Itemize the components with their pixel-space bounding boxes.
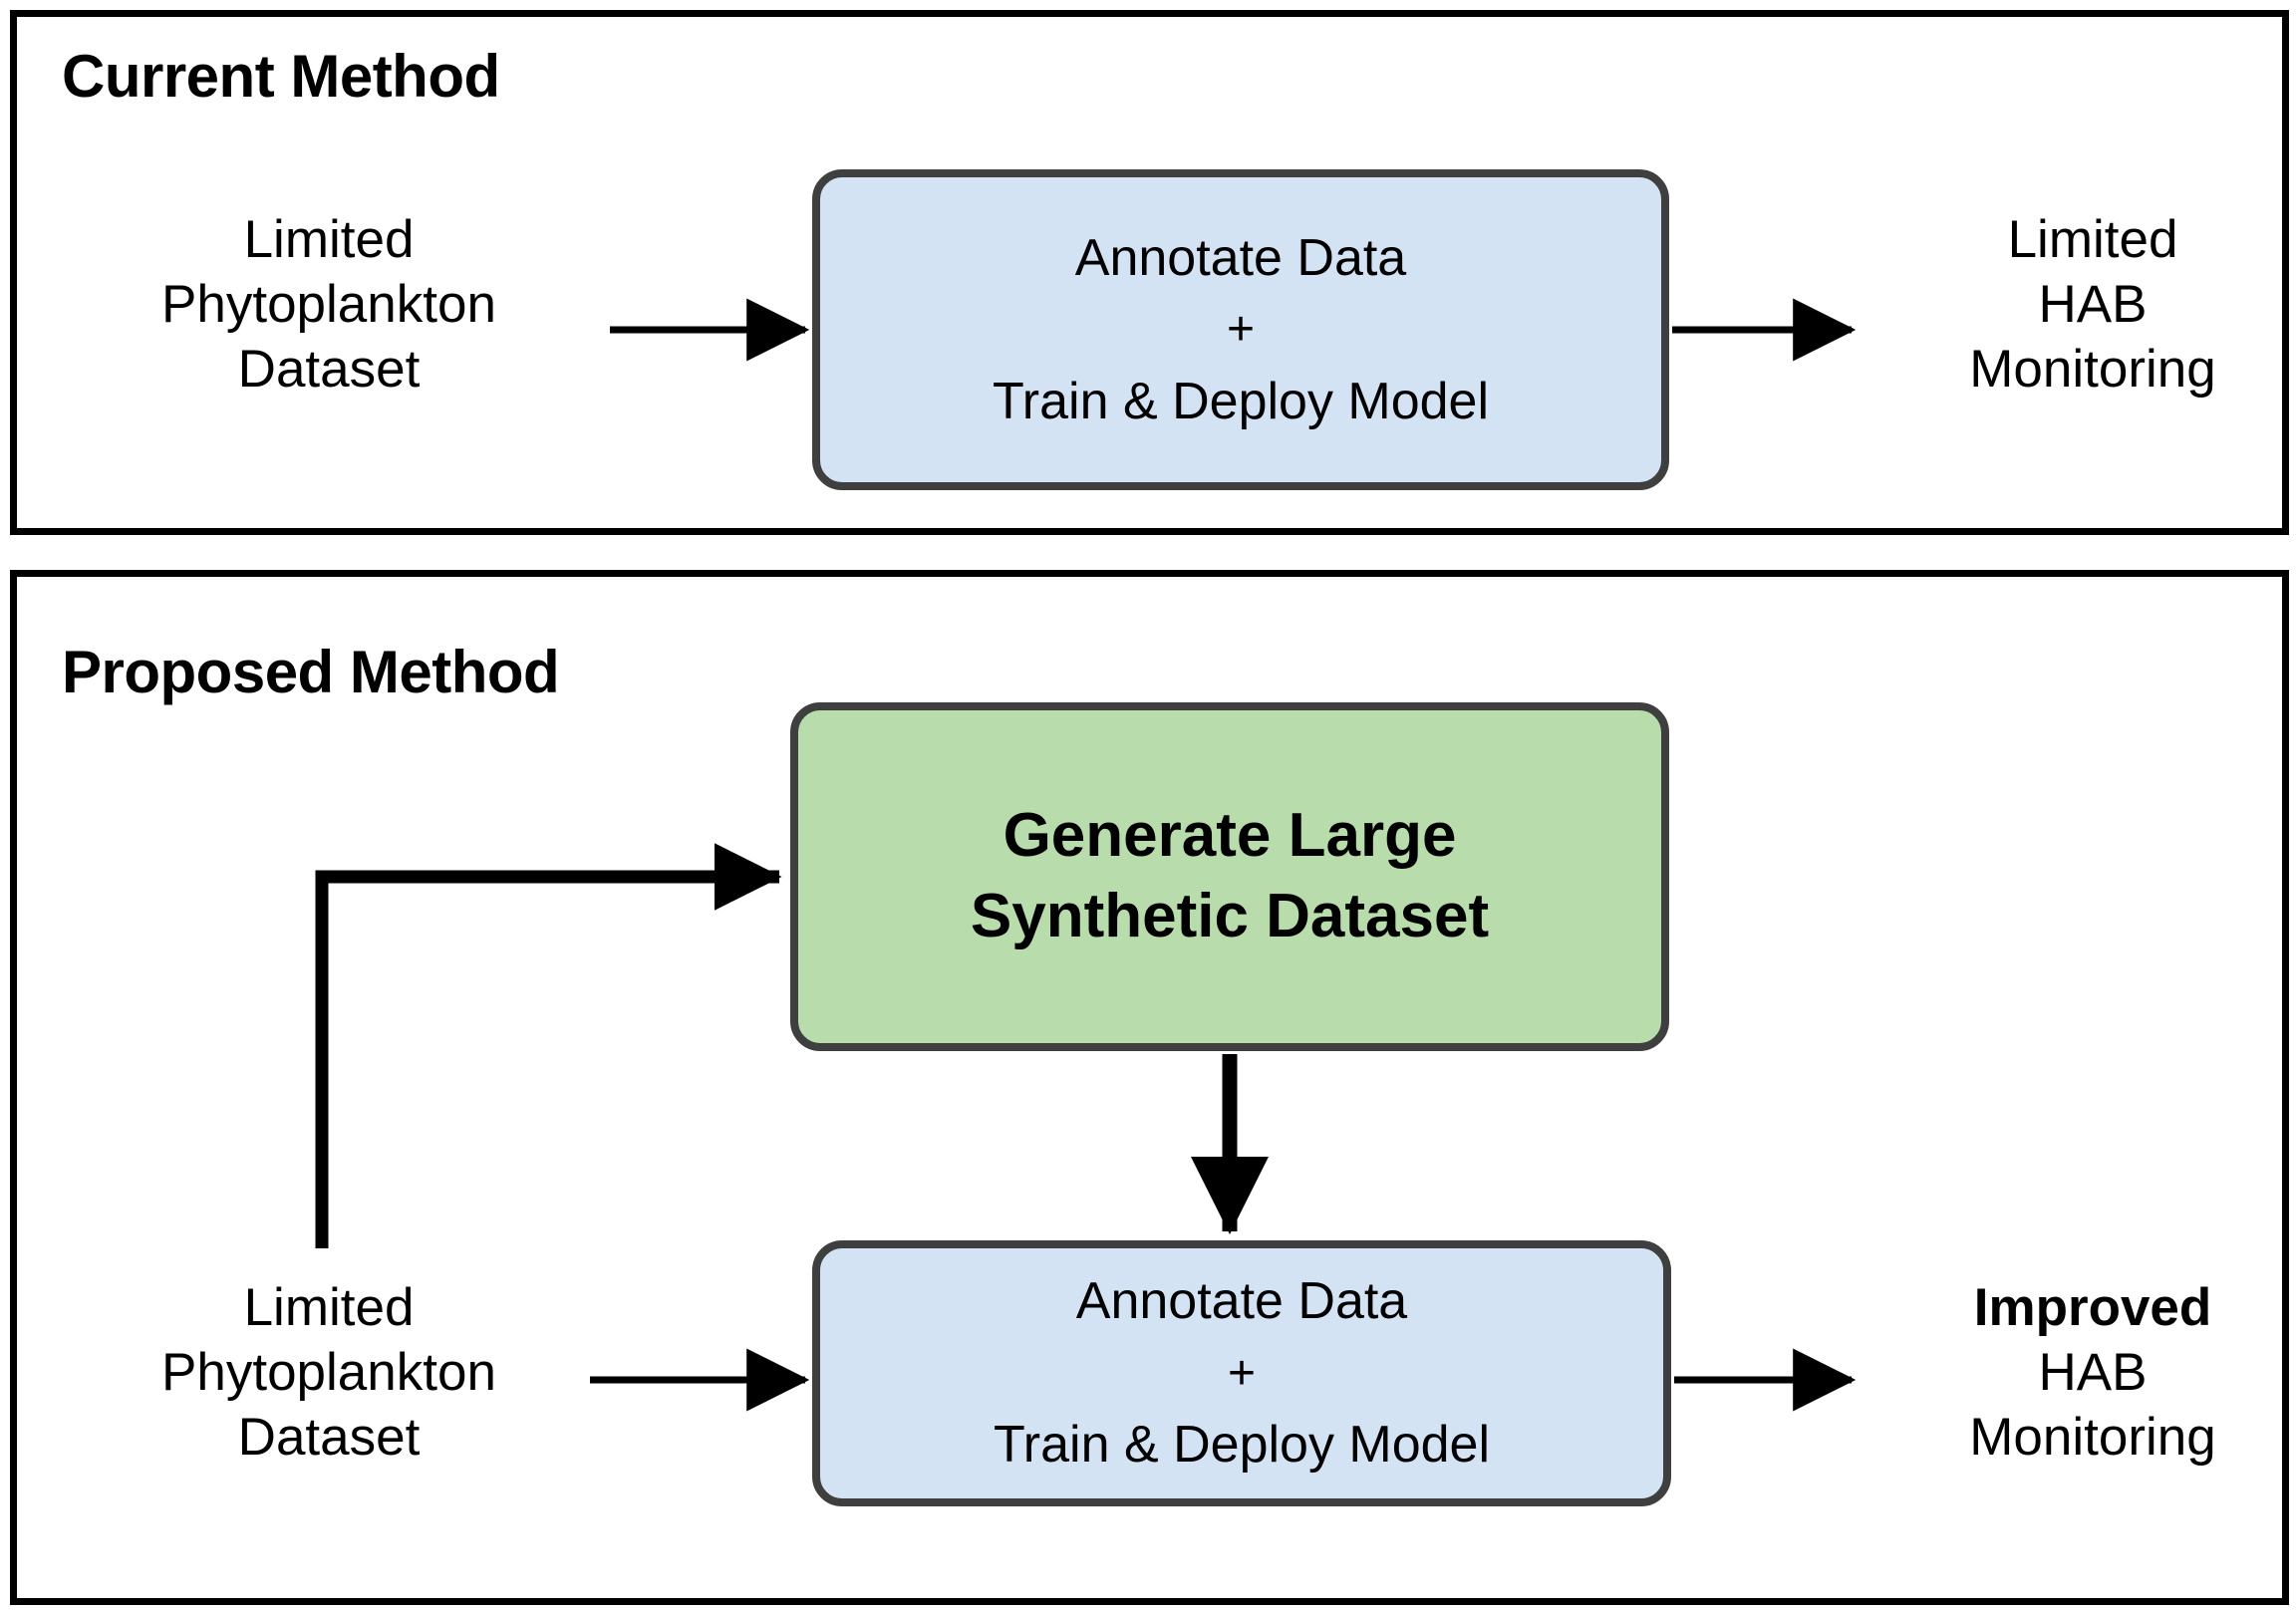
- input-line-3: Dataset: [237, 1408, 421, 1468]
- output-line-2: HAB: [2038, 1343, 2148, 1403]
- input-line-2: Phytoplankton: [161, 275, 496, 335]
- process-box-generate-synthetic-dataset[interactable]: Generate Large Synthetic Dataset: [790, 702, 1669, 1051]
- process-line-train-deploy-model: Train & Deploy Model: [993, 1416, 1491, 1475]
- input-line-1: Limited: [243, 210, 415, 269]
- input-line-3: Dataset: [237, 340, 421, 400]
- output-line-1: Improved: [1973, 1278, 2212, 1337]
- input-line-1: Limited: [243, 1278, 415, 1337]
- output-line-1: Limited: [2007, 210, 2178, 269]
- input-label-current-method: Limited Phytoplankton Dataset: [70, 207, 588, 403]
- input-line-2: Phytoplankton: [161, 1343, 496, 1403]
- process-box-annotate-train-current[interactable]: Annotate Data + Train & Deploy Model: [812, 169, 1669, 490]
- output-line-3: Monitoring: [1969, 1408, 2216, 1468]
- generate-line-2: Synthetic Dataset: [970, 882, 1490, 950]
- input-label-proposed-method: Limited Phytoplankton Dataset: [70, 1275, 588, 1471]
- process-line-train-deploy-model: Train & Deploy Model: [992, 372, 1490, 430]
- output-line-3: Monitoring: [1969, 340, 2216, 400]
- process-line-annotate-data: Annotate Data: [1074, 228, 1407, 287]
- process-box-annotate-train-proposed[interactable]: Annotate Data + Train & Deploy Model: [812, 1240, 1671, 1506]
- generate-line-1: Generate Large: [1003, 801, 1457, 871]
- process-line-plus: +: [1227, 1346, 1257, 1400]
- process-line-annotate-data: Annotate Data: [1075, 1272, 1408, 1331]
- panel-title-current-method: Current Method: [62, 43, 500, 110]
- output-label-current-method: Limited HAB Monitoring: [1893, 207, 2292, 403]
- output-label-proposed-method: Improved HAB Monitoring: [1893, 1275, 2292, 1471]
- process-line-plus: +: [1226, 303, 1256, 357]
- output-line-2: HAB: [2038, 275, 2148, 335]
- panel-title-proposed-method: Proposed Method: [62, 639, 560, 705]
